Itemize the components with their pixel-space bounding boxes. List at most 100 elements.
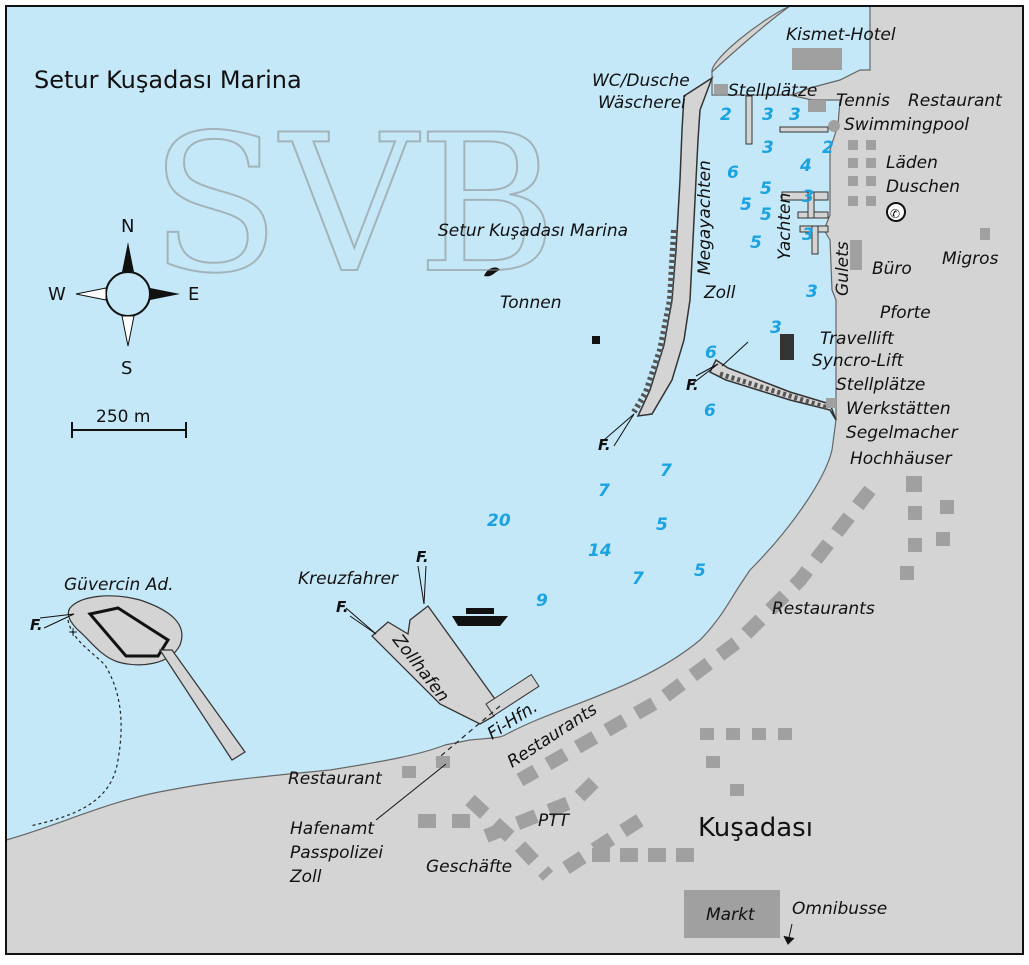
rubble [631, 229, 677, 414]
label-passpolizei: Passpolizei [290, 843, 383, 863]
label-swimmingpool: Swimmingpool [844, 115, 969, 135]
label-megayachten: Megayachten [695, 160, 715, 275]
pier-7 [811, 225, 819, 255]
pier-1 [745, 95, 753, 145]
label-restaurant-top: Restaurant [908, 91, 1003, 111]
lights [39, 341, 749, 635]
light-zollhafen: F. [416, 548, 429, 566]
compass-w: W [48, 284, 66, 305]
rubble-2 [719, 371, 829, 411]
label-waescherei: Wäscherei [598, 93, 686, 113]
map-title: Setur Kuşadası Marina [34, 66, 302, 94]
label-stellplaetze-top: Stellplätze [728, 81, 817, 101]
depth-sounding: 5 [656, 515, 668, 535]
label-geschaefte: Geschäfte [426, 857, 512, 877]
depth-sounding: 3 [762, 105, 774, 125]
label-markt: Markt [706, 905, 756, 925]
reef-marker: + [68, 625, 78, 639]
depth-sounding: 3 [806, 282, 818, 302]
depth-sounding: 3 [802, 225, 814, 245]
pier-3 [781, 191, 829, 201]
label-restaurants-right: Restaurants [772, 599, 875, 619]
light-breakwater: F. [598, 436, 611, 454]
phone-glyph: ✆ [890, 207, 900, 221]
depth-sounding: 5 [740, 195, 752, 215]
scale-label: 250 m [96, 407, 150, 427]
depth-sounding: 6 [727, 163, 739, 183]
label-stellplaetze: Stellplätze [836, 375, 925, 395]
buildings [402, 48, 990, 938]
dashed-limit [435, 705, 501, 761]
compass-n: N [121, 216, 134, 237]
zollhafen-pier [371, 605, 501, 725]
label-restaurant-left: Restaurant [288, 769, 383, 789]
depth-sounding: 6 [705, 343, 717, 363]
light-guvercin: F. [30, 616, 43, 634]
fi-hfn-mole [485, 673, 540, 717]
label-duschen: Duschen [886, 177, 960, 197]
compass-s: S [121, 358, 132, 379]
ferry-icon [452, 608, 508, 626]
label-laeden: Läden [886, 153, 938, 173]
label-gulets: Gulets [833, 241, 853, 296]
label-kismet-hotel: Kismet-Hotel [786, 25, 896, 45]
omnibus-arrow [783, 923, 795, 945]
roads [465, 485, 876, 881]
label-zoll-marina: Zoll [703, 283, 736, 303]
label-omnibusse: Omnibusse [792, 899, 887, 919]
depth-sounding: 3 [762, 138, 774, 158]
label-werkstaetten: Werkstätten [846, 399, 951, 419]
depth-sounding: 3 [802, 187, 814, 207]
label-tonnen: Tonnen [500, 293, 561, 313]
megayacht-breakwater [636, 76, 714, 417]
label-buero: Büro [872, 259, 912, 279]
light-kreuzfahrer: F. [336, 598, 349, 616]
label-marina: Setur Kuşadası Marina [438, 221, 628, 241]
compass-e: E [188, 284, 199, 305]
buoy-square [592, 336, 600, 344]
depth-sounding: 2 [822, 138, 834, 158]
label-migros: Migros [942, 249, 999, 269]
scale-bar: 250 m [71, 407, 187, 438]
depth-sounding: 5 [760, 179, 772, 199]
depth-sounding: 5 [760, 205, 772, 225]
causeway [158, 649, 246, 761]
label-pforte: Pforte [880, 303, 931, 323]
label-yachten: Yachten [775, 193, 795, 260]
label-hochhaeuser: Hochhäuser [850, 449, 953, 469]
depth-sounding: 7 [660, 461, 672, 481]
depth-sounding: 7 [598, 481, 610, 501]
hafenamt-pointer [375, 763, 447, 821]
label-guvercin: Güvercin Ad. [64, 575, 174, 595]
label-kreuzfahrer: Kreuzfahrer [298, 569, 399, 589]
light-south-mole: F. [686, 376, 699, 394]
label-hafenamt: Hafenamt [290, 819, 375, 839]
depth-sounding: 7 [632, 569, 644, 589]
compass-rose: N S E W [48, 216, 199, 379]
watermark: SVB [150, 94, 557, 315]
depth-sounding: 20 [487, 511, 511, 531]
depth-sounding: 14 [588, 541, 612, 561]
depth-sounding: 3 [770, 318, 782, 338]
label-town: Kuşadası [698, 813, 813, 843]
label-travellift: Travellift [820, 329, 895, 349]
phone-icon [886, 202, 906, 222]
depth-sounding: 5 [750, 233, 762, 253]
label-ptt: PTT [538, 811, 571, 831]
pier-2 [779, 126, 829, 133]
depth-sounding: 5 [694, 561, 706, 581]
label-tennis: Tennis [836, 91, 890, 111]
label-zoll: Zoll [289, 867, 322, 887]
pier-5 [807, 191, 815, 219]
label-segelmacher: Segelmacher [846, 423, 959, 443]
depth-sounding: 9 [536, 591, 548, 611]
label-wc: WC/Dusche [592, 71, 690, 91]
depth-sounding: 4 [799, 156, 812, 176]
depth-sounding: 3 [789, 105, 801, 125]
buoy-icon [484, 267, 500, 277]
guvercin-fort [87, 606, 171, 658]
depth-sounding: 6 [704, 401, 716, 421]
